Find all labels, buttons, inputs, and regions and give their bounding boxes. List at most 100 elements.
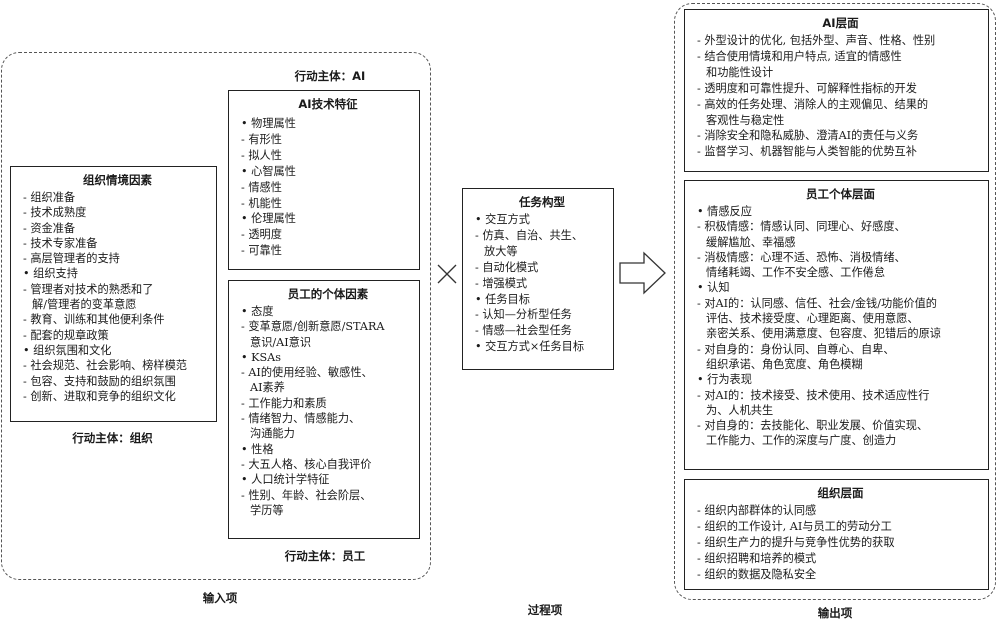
ai-level-title: AI层面 [822, 16, 859, 30]
list-item: 监督学习、机器智能与人类智能的优势互补 [697, 144, 984, 160]
ai-level-list: 外型设计的优化, 包括外型、声音、性格、性别结合使用情境和用户特点, 适宜的情感… [697, 33, 984, 160]
emp-level-title: 员工个体层面 [806, 187, 875, 201]
list-item: 大五人格、核心自我评价 [241, 457, 415, 472]
list-item-continuation: 情绪耗竭、工作不安全感、工作倦怠 [706, 266, 886, 280]
actor-org-label: 行动主体：组织 [72, 431, 153, 445]
list-item: 工作能力和素质 [241, 396, 415, 411]
list-item: 性别、年龄、社会阶层、 [241, 488, 415, 503]
list-item-continuation: 沟通能力 [250, 427, 295, 441]
list-item: 对AI的：认同感、信任、社会/金钱/功能价值的 [697, 296, 984, 311]
list-item-continuation: AI素养 [250, 381, 285, 395]
category-item: KSAs [241, 350, 415, 365]
list-item-continuation: 组织承诺、角色宽度、角色模糊 [706, 357, 863, 371]
category-item: 物理属性 [241, 116, 415, 132]
list-item: 组织的数据及隐私安全 [697, 567, 984, 583]
right-arrow-icon [619, 251, 666, 295]
org-level-list: 组织内部群体的认同感组织的工作设计, AI与员工的劳动分工组织生产力的提升与竞争… [697, 503, 984, 583]
list-item: 组织准备 [23, 190, 212, 205]
category-item: 交互方式 [475, 212, 609, 228]
ai-level-box: AI层面 外型设计的优化, 包括外型、声音、性格、性别结合使用情境和用户特点, … [684, 9, 989, 172]
list-item: 资金准备 [23, 221, 212, 236]
list-item-continuation: 缓解尴尬、幸福感 [706, 235, 796, 249]
emp-level-list: 情感反应积极情感：情感认同、同理心、好感度、缓解尴尬、幸福感消极情感：心理不适、… [697, 204, 984, 449]
list-item: 拟人性 [241, 148, 415, 164]
list-item: 组织招聘和培养的模式 [697, 551, 984, 567]
list-item-continuation: 为、人机共生 [706, 403, 774, 417]
list-item: 透明度和可靠性提升、可解释性指标的开发 [697, 81, 984, 97]
list-item: 教育、训练和其他便利条件 [23, 312, 212, 327]
org-factors-list: 组织准备技术成熟度资金准备技术专家准备高层管理者的支持组织支持管理者对技术的熟悉… [23, 190, 212, 404]
list-item: 机能性 [241, 196, 415, 212]
list-item: 技术专家准备 [23, 236, 212, 251]
list-item: 变革意愿/创新意愿/STARA [241, 319, 415, 334]
actor-ai-label: 行动主体：AI [294, 69, 366, 83]
list-item: AI的使用经验、敏感性、 [241, 365, 415, 380]
list-item: 认知—分析型任务 [475, 307, 609, 323]
list-item-continuation: 和功能性设计 [706, 65, 774, 79]
emp-factors-box: 员工的个体因素 态度变革意愿/创新意愿/STARA意识/AI意识KSAsAI的使… [228, 280, 420, 539]
emp-factors-title: 员工的个体因素 [287, 287, 369, 301]
list-item: 消极情感：心理不适、恐怖、消极情绪、 [697, 250, 984, 265]
category-item: 任务目标 [475, 292, 609, 308]
list-item: 可靠性 [241, 243, 415, 259]
list-item: 社会规范、社会影响、榜样模范 [23, 358, 212, 373]
org-level-box: 组织层面 组织内部群体的认同感组织的工作设计, AI与员工的劳动分工组织生产力的… [684, 479, 989, 590]
input-group [1, 52, 431, 580]
list-item: 配套的规章政策 [23, 328, 212, 343]
list-item-continuation: 评估、技术接受度、心理距离、使用意愿、 [706, 312, 919, 326]
list-item: 自动化模式 [475, 260, 609, 276]
ai-features-box: AI技术特征 物理属性有形性拟人性心智属性情感性机能性伦理属性透明度可靠性 [228, 90, 420, 270]
category-item: 心智属性 [241, 164, 415, 180]
list-item: 对AI的：技术接受、技术使用、技术适应性行 [697, 388, 984, 403]
category-item: 组织氛围和文化 [23, 343, 212, 358]
cross-icon: × [437, 264, 457, 284]
list-item: 消除安全和隐私威胁、澄清AI的责任与义务 [697, 128, 984, 144]
category-item: 态度 [241, 304, 415, 319]
task-box: 任务构型 交互方式仿真、自治、共生、放大等自动化模式增强模式任务目标认知—分析型… [462, 188, 614, 370]
list-item: 技术成熟度 [23, 205, 212, 220]
list-item: 包容、支持和鼓励的组织氛围 [23, 374, 212, 389]
list-item: 仿真、自治、共生、 [475, 228, 609, 244]
list-item-continuation: 工作能力、工作的深度与广度、创造力 [706, 434, 897, 448]
task-list: 交互方式仿真、自治、共生、放大等自动化模式增强模式任务目标认知—分析型任务情感—… [475, 212, 609, 355]
org-factors-title: 组织情境因素 [83, 173, 152, 187]
list-item-continuation: 亲密关系、使用满意度、包容度、犯错后的原谅 [706, 327, 941, 341]
output-caption: 输出项 [817, 606, 853, 620]
process-caption: 过程项 [527, 603, 563, 617]
actor-emp-label: 行动主体：员工 [284, 549, 366, 563]
emp-level-box: 员工个体层面 情感反应积极情感：情感认同、同理心、好感度、缓解尴尬、幸福感消极情… [684, 180, 989, 470]
output-group [674, 3, 996, 600]
category-item: 性格 [241, 442, 415, 457]
emp-factors-list: 态度变革意愿/创新意愿/STARA意识/AI意识KSAsAI的使用经验、敏感性、… [241, 304, 415, 518]
category-item: 组织支持 [23, 266, 212, 281]
list-item: 情感性 [241, 180, 415, 196]
list-item: 管理者对技术的熟悉和了 [23, 282, 212, 297]
list-item: 对自身的：身份认同、自尊心、自卑、 [697, 342, 984, 357]
list-item-continuation: 放大等 [484, 244, 518, 258]
task-title: 任务构型 [519, 195, 565, 209]
category-item: 情感反应 [697, 204, 984, 219]
list-item-continuation: 客观性与稳定性 [706, 113, 785, 127]
list-item-continuation: 解/管理者的变革意愿 [32, 298, 137, 312]
list-item: 组织的工作设计, AI与员工的劳动分工 [697, 519, 984, 535]
category-item: 交互方式×任务目标 [475, 339, 609, 355]
input-caption: 输入项 [202, 591, 238, 605]
list-item-continuation: 意识/AI意识 [250, 335, 312, 349]
org-level-title: 组织层面 [817, 486, 864, 500]
category-item: 行为表现 [697, 372, 984, 387]
list-item: 增强模式 [475, 276, 609, 292]
list-item: 组织生产力的提升与竞争性优势的获取 [697, 535, 984, 551]
ai-features-title: AI技术特征 [298, 97, 358, 111]
list-item: 组织内部群体的认同感 [697, 503, 984, 519]
category-item: 伦理属性 [241, 211, 415, 227]
list-item: 情绪智力、情感能力、 [241, 411, 415, 426]
list-item: 透明度 [241, 227, 415, 243]
list-item: 高效的任务处理、消除人的主观偏见、结果的 [697, 97, 984, 113]
category-item: 认知 [697, 280, 984, 295]
org-factors-box: 组织情境因素 组织准备技术成熟度资金准备技术专家准备高层管理者的支持组织支持管理… [10, 166, 217, 422]
category-item: 人口统计学特征 [241, 472, 415, 487]
list-item: 结合使用情境和用户特点, 适宜的情感性 [697, 49, 984, 65]
list-item: 对自身的：去技能化、职业发展、价值实现、 [697, 418, 984, 433]
list-item: 外型设计的优化, 包括外型、声音、性格、性别 [697, 33, 984, 49]
list-item: 创新、进取和竞争的组织文化 [23, 389, 212, 404]
